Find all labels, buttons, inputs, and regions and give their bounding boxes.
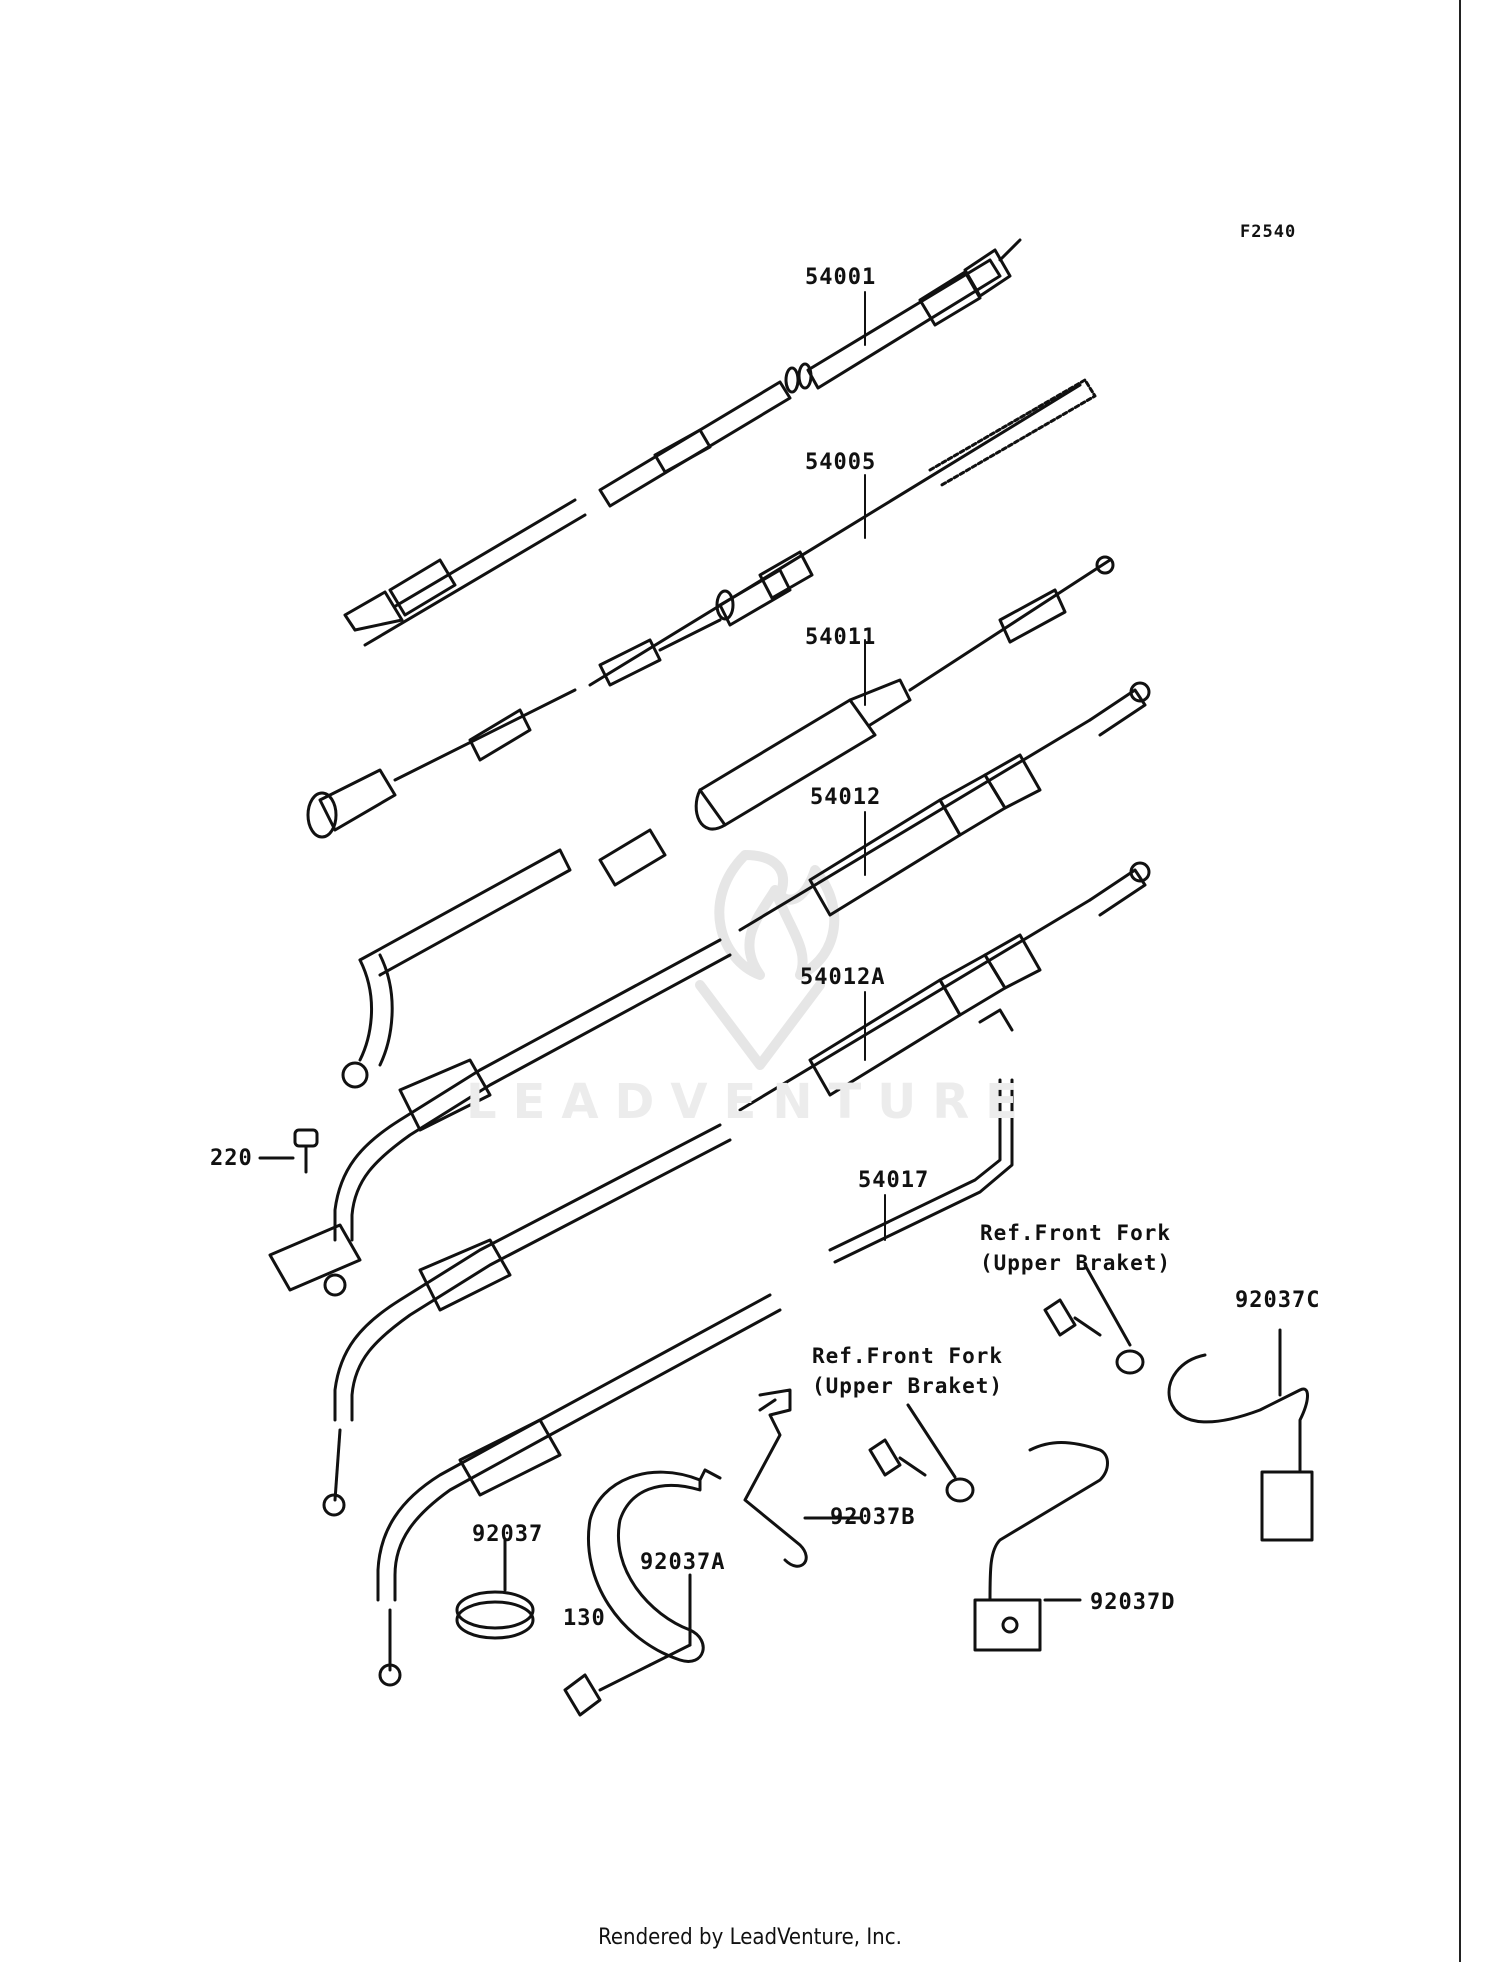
reference-note-front-fork-2: Ref.Front Fork (Upper Braket) bbox=[812, 1341, 1003, 1401]
reference-line-1: Ref.Front Fork bbox=[980, 1221, 1172, 1245]
cable-54017 bbox=[828, 1008, 1014, 1264]
footer-credit: Rendered by LeadVenture, Inc. bbox=[598, 1925, 902, 1950]
leader-lines bbox=[864, 291, 886, 1241]
bracket-92037D bbox=[973, 1441, 1109, 1652]
part-label-54012[interactable]: 54012 bbox=[810, 785, 882, 810]
part-label-130[interactable]: 130 bbox=[563, 1606, 606, 1631]
part-label-54011[interactable]: 54011 bbox=[805, 625, 877, 650]
watermark-text: LEADVENTURE bbox=[466, 1074, 1034, 1130]
part-label-92037B[interactable]: 92037B bbox=[830, 1505, 916, 1530]
cable-54011 bbox=[306, 555, 1115, 1089]
part-label-54005[interactable]: 54005 bbox=[805, 450, 877, 475]
cable-54005 bbox=[588, 378, 1097, 687]
guide-92037A bbox=[587, 1468, 722, 1663]
screw-220 bbox=[258, 1128, 319, 1174]
throttle-cable-3 bbox=[376, 1293, 782, 1687]
cable-54012 bbox=[738, 681, 1151, 932]
watermark-logo bbox=[695, 850, 840, 1070]
guide-92037B bbox=[743, 1388, 862, 1568]
part-label-54001[interactable]: 54001 bbox=[805, 265, 877, 290]
cable-54001 bbox=[343, 238, 1022, 647]
clamp-92037 bbox=[455, 1538, 535, 1640]
part-label-92037[interactable]: 92037 bbox=[472, 1522, 544, 1547]
reference-note-front-fork-1: Ref.Front Fork (Upper Braket) bbox=[980, 1218, 1171, 1278]
figure-code: F2540 bbox=[1240, 222, 1297, 242]
page-border-line bbox=[1459, 0, 1461, 1962]
throttle-cable-1 bbox=[268, 938, 732, 1297]
part-label-54012A[interactable]: 54012A bbox=[800, 965, 886, 990]
reference-line-1: Ref.Front Fork bbox=[812, 1344, 1004, 1368]
reference-line-2: (Upper Braket) bbox=[812, 1374, 1004, 1398]
reference-line-2: (Upper Braket) bbox=[980, 1251, 1172, 1275]
part-label-54017[interactable]: 54017 bbox=[858, 1168, 930, 1193]
part-label-220[interactable]: 220 bbox=[210, 1146, 253, 1171]
cable-54012A bbox=[738, 861, 1151, 1112]
ref-bolt-1 bbox=[1043, 1263, 1145, 1375]
part-label-92037A[interactable]: 92037A bbox=[640, 1550, 726, 1575]
throttle-cable-2 bbox=[322, 1123, 732, 1517]
ref-bolt-2 bbox=[868, 1403, 975, 1503]
bracket-92037C bbox=[1167, 1328, 1314, 1542]
part-label-92037D[interactable]: 92037D bbox=[1090, 1590, 1176, 1615]
part-label-92037C[interactable]: 92037C bbox=[1235, 1288, 1321, 1313]
